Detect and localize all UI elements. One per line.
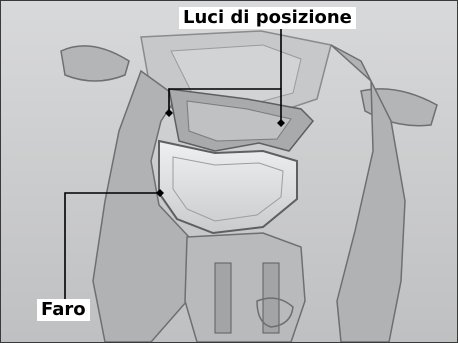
headlight-label: Faro xyxy=(37,299,90,321)
position-lights-label: Luci di posizione xyxy=(179,7,356,29)
